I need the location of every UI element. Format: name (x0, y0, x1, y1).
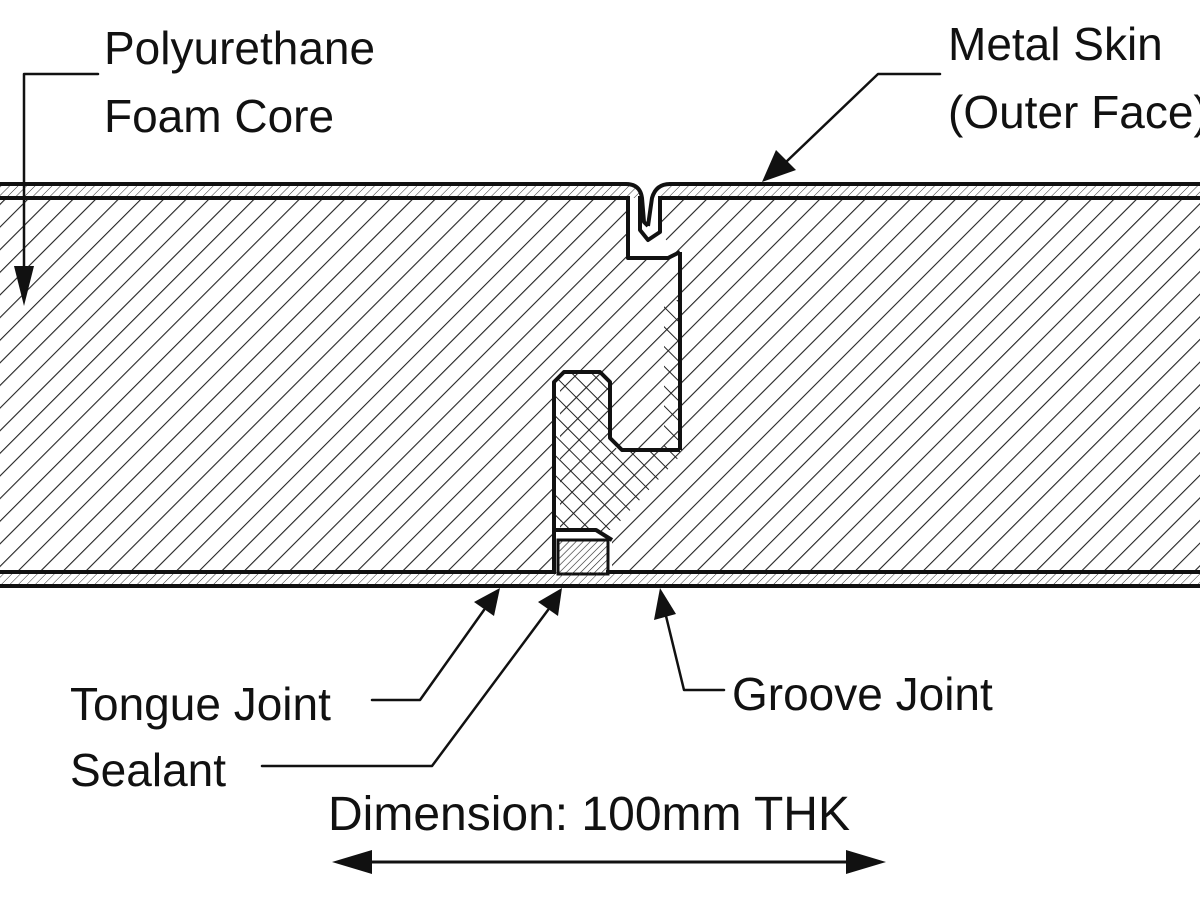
skin-leader (762, 72, 942, 182)
sealant-leader (260, 588, 562, 768)
core-leader (14, 72, 100, 306)
top-metal-skin (0, 182, 1200, 228)
skin-label-line1: Metal Skin (948, 18, 1163, 70)
joint-outline (552, 196, 682, 572)
dimension-arrow (332, 850, 886, 874)
tongue (556, 300, 680, 530)
tongue-label-line1: Tongue Joint (70, 678, 331, 730)
skin-label-line2: (Outer Face) (948, 86, 1200, 138)
bottom-metal-skin (0, 570, 1200, 588)
dimension-label: Dimension: 100mm THK (328, 788, 850, 841)
tongue-label-line2: Sealant (70, 744, 226, 796)
groove-leader (654, 588, 726, 692)
right-foam-core (560, 198, 1200, 572)
tongue-leader (370, 588, 500, 702)
core-label-line2: Foam Core (104, 90, 334, 142)
sealant-block (556, 538, 610, 576)
core-label-line1: Polyurethane (104, 22, 375, 74)
groove-label: Groove Joint (732, 668, 993, 720)
left-foam-core (0, 198, 680, 572)
